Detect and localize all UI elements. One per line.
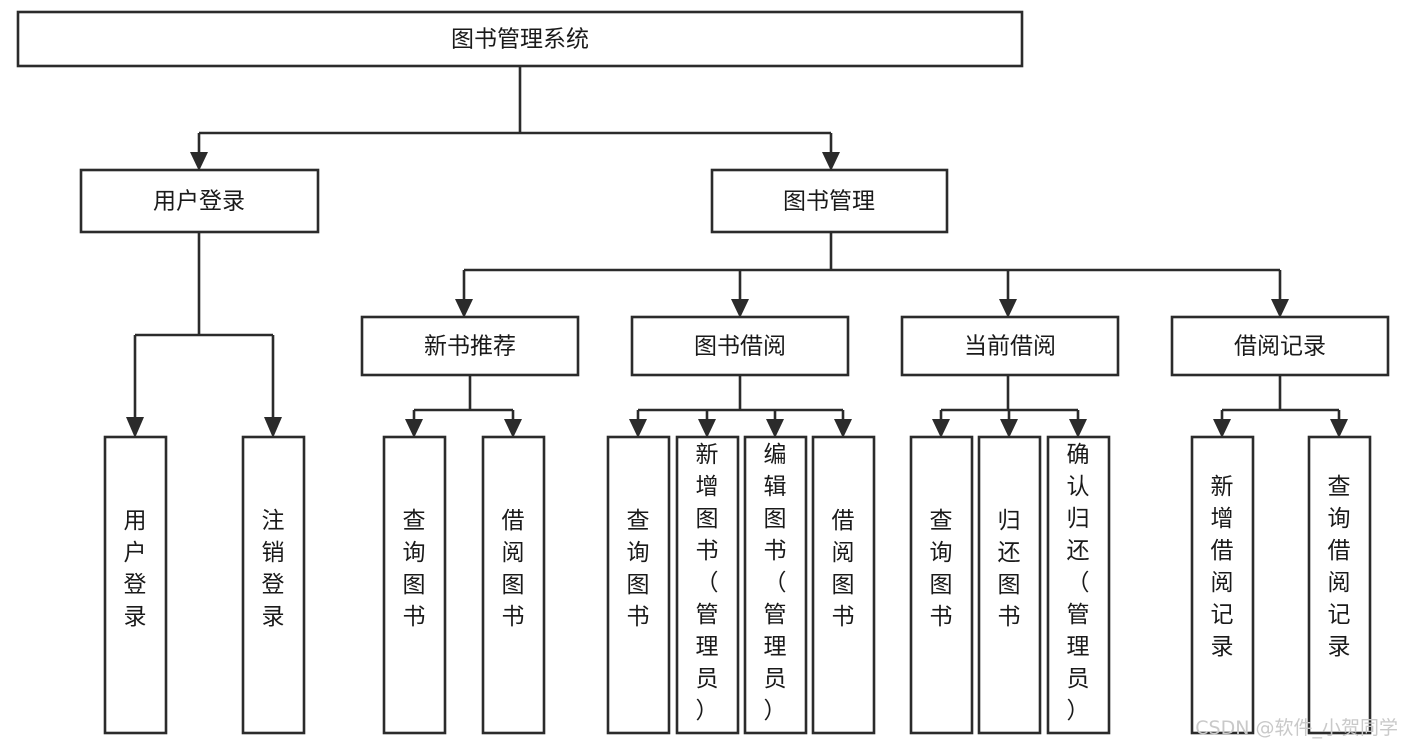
arrowhead-leaf-query-book-2 <box>629 419 647 438</box>
node-leaf-user-logout[interactable]: 注销登录 <box>241 435 306 735</box>
node-leaf-add-record-label: 新增借阅记录 <box>1211 474 1234 660</box>
node-leaf-return-book-box[interactable] <box>977 435 1042 735</box>
node-user-login-label: 用户登录 <box>153 189 245 215</box>
node-leaf-confirm-return[interactable]: 确认归还（管理员） <box>1046 435 1111 735</box>
node-leaf-query-book-2[interactable]: 查询图书 <box>606 435 671 735</box>
node-leaf-borrow-book-1-label: 借阅图书 <box>502 508 525 630</box>
node-borrow-record[interactable]: 借阅记录 <box>1170 315 1390 377</box>
node-leaf-query-book-3-box[interactable] <box>909 435 974 735</box>
node-leaf-borrow-book-2[interactable]: 借阅图书 <box>811 435 876 735</box>
node-leaf-query-book-3[interactable]: 查询图书 <box>909 435 974 735</box>
node-leaf-return-book[interactable]: 归还图书 <box>977 435 1042 735</box>
node-leaf-edit-book-label: 编辑图书（管理员） <box>764 442 787 724</box>
node-leaf-borrow-book-1[interactable]: 借阅图书 <box>481 435 546 735</box>
arrowhead-leaf-query-book-1 <box>405 419 423 438</box>
node-leaf-borrow-book-2-box[interactable] <box>811 435 876 735</box>
arrowhead-leaf-borrow-book-1 <box>504 419 522 438</box>
node-book-manage[interactable]: 图书管理 <box>710 168 949 234</box>
arrowhead-leaf-edit-book <box>766 419 784 438</box>
node-leaf-query-book-3-label: 查询图书 <box>930 508 953 630</box>
node-leaf-query-record-label: 查询借阅记录 <box>1328 474 1351 660</box>
node-new-book-rec-box[interactable] <box>360 315 580 377</box>
node-book-manage-label: 图书管理 <box>783 189 875 215</box>
node-borrow-record-box[interactable] <box>1170 315 1390 377</box>
arrowhead-leaf-user-login <box>126 417 144 438</box>
node-leaf-query-book-1-box[interactable] <box>382 435 447 735</box>
node-current-borrow-label: 当前借阅 <box>964 334 1056 360</box>
node-root-label: 图书管理系统 <box>451 27 589 53</box>
arrowhead-leaf-add-book <box>698 419 716 438</box>
node-leaf-confirm-return-box[interactable] <box>1046 435 1111 735</box>
node-leaf-add-book[interactable]: 新增图书（管理员） <box>675 435 740 735</box>
node-leaf-user-login[interactable]: 用户登录 <box>103 435 168 735</box>
node-user-login-box[interactable] <box>79 168 320 234</box>
node-current-borrow-box[interactable] <box>900 315 1120 377</box>
node-leaf-user-logout-box[interactable] <box>241 435 306 735</box>
node-leaf-query-book-1[interactable]: 查询图书 <box>382 435 447 735</box>
node-leaf-edit-book-box[interactable] <box>743 435 808 735</box>
node-leaf-edit-book[interactable]: 编辑图书（管理员） <box>743 435 808 735</box>
node-leaf-borrow-book-2-label: 借阅图书 <box>832 508 855 630</box>
arrowhead-leaf-return-book <box>1000 419 1018 438</box>
arrowhead-new-book-rec <box>455 299 473 318</box>
node-root-box[interactable] <box>16 10 1024 68</box>
node-leaf-user-login-label: 用户登录 <box>124 508 147 630</box>
node-leaf-query-book-1-label: 查询图书 <box>403 508 426 630</box>
node-leaf-query-record[interactable]: 查询借阅记录 <box>1307 435 1372 735</box>
node-book-manage-box[interactable] <box>710 168 949 234</box>
arrowhead-borrow-record <box>1271 299 1289 318</box>
node-user-login[interactable]: 用户登录 <box>79 168 320 234</box>
arrowhead-leaf-borrow-book-2 <box>834 419 852 438</box>
arrowhead-leaf-add-record <box>1213 419 1231 438</box>
arrowhead-user-login <box>190 152 208 171</box>
node-book-borrow-label: 图书借阅 <box>694 334 786 360</box>
arrowhead-leaf-query-record <box>1330 419 1348 438</box>
watermark-label: CSDN @软件_小贺同学 <box>1195 717 1398 739</box>
node-leaf-add-book-label: 新增图书（管理员） <box>696 442 719 724</box>
node-root[interactable]: 图书管理系统 <box>16 10 1024 68</box>
node-leaf-query-book-2-label: 查询图书 <box>627 508 650 630</box>
arrowhead-current-borrow <box>999 299 1017 318</box>
node-leaf-add-book-box[interactable] <box>675 435 740 735</box>
node-book-borrow[interactable]: 图书借阅 <box>630 315 850 377</box>
node-leaf-query-book-2-box[interactable] <box>606 435 671 735</box>
connector-layer <box>126 66 1348 438</box>
node-new-book-rec[interactable]: 新书推荐 <box>360 315 580 377</box>
node-leaf-confirm-return-label: 确认归还（管理员） <box>1067 442 1090 724</box>
arrowhead-leaf-query-book-3 <box>932 419 950 438</box>
node-book-borrow-box[interactable] <box>630 315 850 377</box>
node-borrow-record-label: 借阅记录 <box>1234 334 1326 360</box>
node-leaf-add-record-box[interactable] <box>1190 435 1255 735</box>
arrowhead-leaf-user-logout <box>264 417 282 438</box>
node-leaf-query-record-box[interactable] <box>1307 435 1372 735</box>
arrowhead-leaf-confirm-return <box>1069 419 1087 438</box>
node-leaf-borrow-book-1-box[interactable] <box>481 435 546 735</box>
arrowhead-book-borrow <box>731 299 749 318</box>
node-current-borrow[interactable]: 当前借阅 <box>900 315 1120 377</box>
node-leaf-user-logout-label: 注销登录 <box>262 508 285 630</box>
node-leaf-user-login-box[interactable] <box>103 435 168 735</box>
node-new-book-rec-label: 新书推荐 <box>424 334 516 360</box>
node-leaf-return-book-label: 归还图书 <box>998 508 1021 630</box>
node-leaf-add-record[interactable]: 新增借阅记录 <box>1190 435 1255 735</box>
arrowhead-book-manage <box>822 152 840 171</box>
